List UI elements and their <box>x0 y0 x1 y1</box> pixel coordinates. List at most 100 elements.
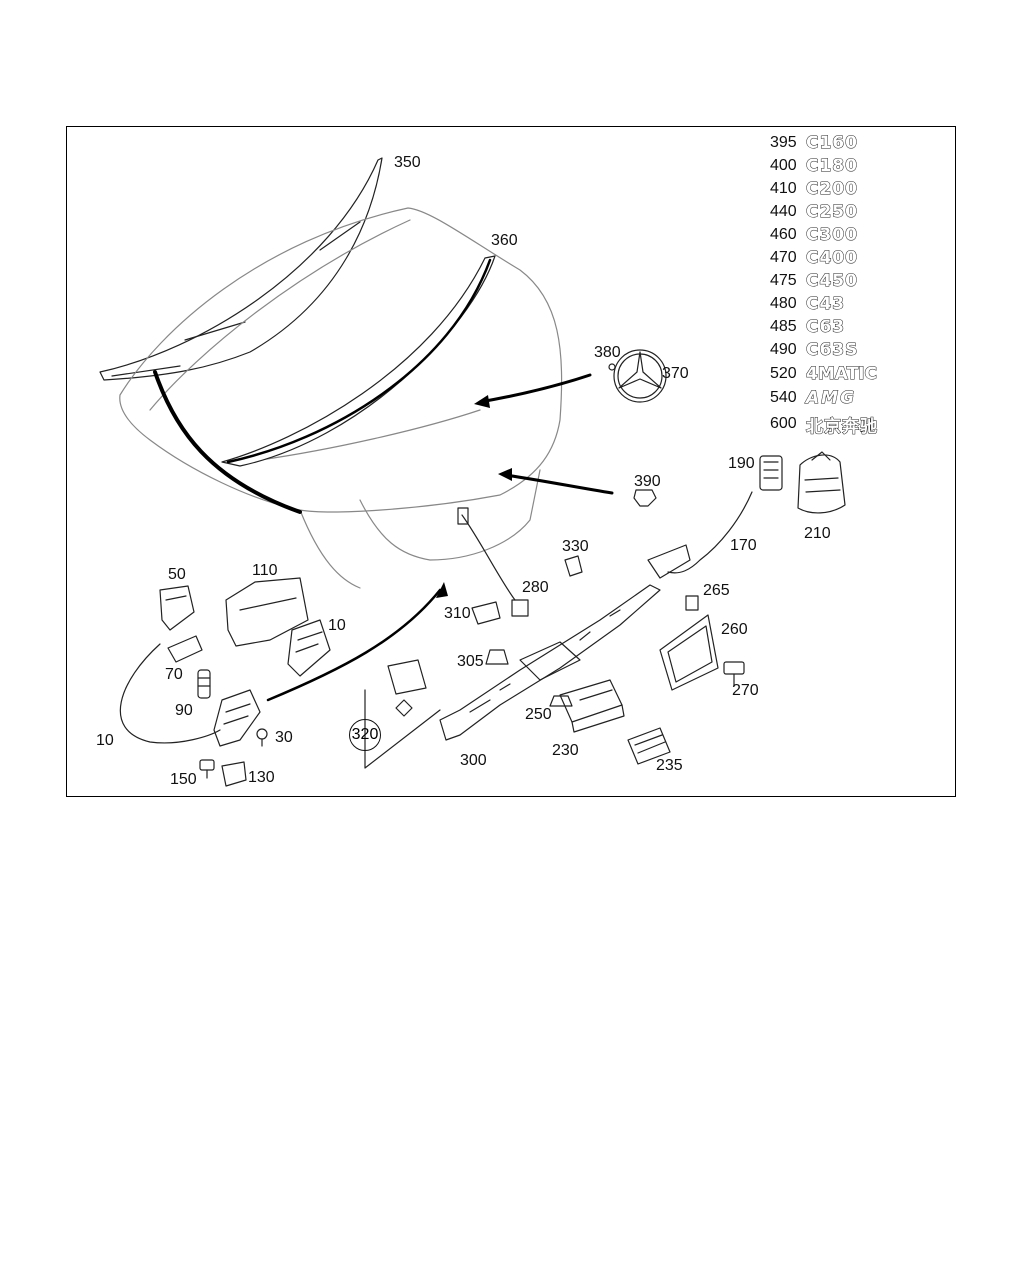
emblem-row: 480 C43 <box>770 293 845 315</box>
callout-130: 130 <box>248 769 275 786</box>
emblem-row: 475 C450 <box>770 270 858 292</box>
screw-30 <box>256 728 268 747</box>
emblem-badge: C450 <box>806 271 858 292</box>
trunk-lid <box>119 207 563 589</box>
emblem-badge: C43 <box>805 294 846 315</box>
star-emblem-370 <box>608 349 667 403</box>
emblem-badge: C63 <box>805 317 846 338</box>
emblem-number: 480 <box>770 295 797 312</box>
callout-50: 50 <box>168 566 186 583</box>
diagram-frame <box>66 126 956 797</box>
callout-330: 330 <box>562 538 589 555</box>
callout-90: 90 <box>175 702 193 719</box>
lock-10-upper <box>287 619 331 677</box>
cable-10-lower <box>119 643 221 744</box>
part-90 <box>197 669 211 699</box>
emblem-badge: C400 <box>806 248 858 269</box>
callout-370: 370 <box>662 365 689 382</box>
emblem-row: 460 C300 <box>770 224 858 246</box>
handle-strip-300 <box>439 584 661 741</box>
callout-390: 390 <box>634 473 661 490</box>
emblem-row: 400 C180 <box>770 155 858 177</box>
callout-380: 380 <box>594 344 621 361</box>
nut-265 <box>685 595 699 611</box>
emblem-number: 485 <box>770 318 797 335</box>
cover-110 <box>225 577 309 647</box>
callout-70: 70 <box>165 666 183 683</box>
emblem-number: 600 <box>770 415 797 432</box>
emblem-badge: 北京奔驰 <box>806 416 878 437</box>
emblem-row: 540 AMG <box>770 387 856 409</box>
emblem-number: 400 <box>770 157 797 174</box>
part-130 <box>221 761 247 787</box>
callout-110: 110 <box>252 562 278 579</box>
emblem-number: 395 <box>770 134 797 151</box>
emblem-number: 475 <box>770 272 797 289</box>
emblem-number: 440 <box>770 203 797 220</box>
callout-320: 320 <box>349 719 381 751</box>
callout-280: 280 <box>522 579 549 596</box>
callout-350: 350 <box>394 154 421 171</box>
plug-390 <box>633 489 657 507</box>
emblem-badge: C300 <box>806 225 858 246</box>
sticker-320 <box>364 659 441 769</box>
camera-230 <box>559 679 625 733</box>
spoiler-350 <box>99 157 383 381</box>
callout-360: 360 <box>491 232 518 249</box>
emblem-row: 520 4MATIC <box>770 363 877 385</box>
emblem-badge: C180 <box>806 156 858 177</box>
emblem-badge: C63S <box>805 340 859 361</box>
callout-250: 250 <box>525 706 552 723</box>
callout-260: 260 <box>721 621 748 638</box>
emblem-row: 440 C250 <box>770 201 858 223</box>
clip-330 <box>564 555 583 577</box>
part-70 <box>167 635 203 663</box>
callout-300: 300 <box>460 752 487 769</box>
plate-260 <box>659 614 719 691</box>
emblem-badge: AMG <box>805 388 857 409</box>
emblem-badge: 4MATIC <box>806 364 878 385</box>
emblem-number: 520 <box>770 365 797 382</box>
cover-210 <box>797 451 846 514</box>
callout-235: 235 <box>656 757 683 774</box>
trim-strip-360 <box>221 255 496 467</box>
emblem-number: 460 <box>770 226 797 243</box>
emblem-row: 410 C200 <box>770 178 858 200</box>
callout-230: 230 <box>552 742 579 759</box>
bracket-310 <box>471 601 501 625</box>
emblem-row: 470 C400 <box>770 247 858 269</box>
emblem-badge: C200 <box>806 179 858 200</box>
emblem-badge: C250 <box>806 202 858 223</box>
callout-305: 305 <box>457 653 484 670</box>
arrows <box>266 373 614 702</box>
callout-270: 270 <box>732 682 759 699</box>
emblem-number: 490 <box>770 341 797 358</box>
callout-30: 30 <box>275 729 293 746</box>
switch-housing <box>647 544 691 579</box>
emblem-badge: C160 <box>806 133 858 154</box>
bolt-150 <box>199 759 215 779</box>
nut-250 <box>549 695 573 707</box>
callout-210: 210 <box>804 525 831 542</box>
emblem-number: 470 <box>770 249 797 266</box>
actuator-190 <box>759 455 783 491</box>
clip-305 <box>485 649 509 665</box>
callout-10-upper: 10 <box>328 617 346 634</box>
emblem-row: 485 C63 <box>770 316 845 338</box>
cable-280 <box>457 507 529 617</box>
emblem-row: 490 C63S <box>770 339 858 361</box>
cable-170 <box>667 491 753 574</box>
lock-50 <box>159 585 195 631</box>
switch-235 <box>627 727 671 765</box>
lock-assembly <box>213 689 261 747</box>
callout-170: 170 <box>730 537 757 554</box>
callout-190: 190 <box>728 455 755 472</box>
emblem-number: 410 <box>770 180 797 197</box>
callout-310: 310 <box>444 605 471 622</box>
emblem-number: 540 <box>770 389 797 406</box>
callout-265: 265 <box>703 582 730 599</box>
callout-10-lower: 10 <box>96 732 114 749</box>
emblem-row: 600 北京奔驰 <box>770 413 878 437</box>
emblem-row: 395 C160 <box>770 132 858 154</box>
